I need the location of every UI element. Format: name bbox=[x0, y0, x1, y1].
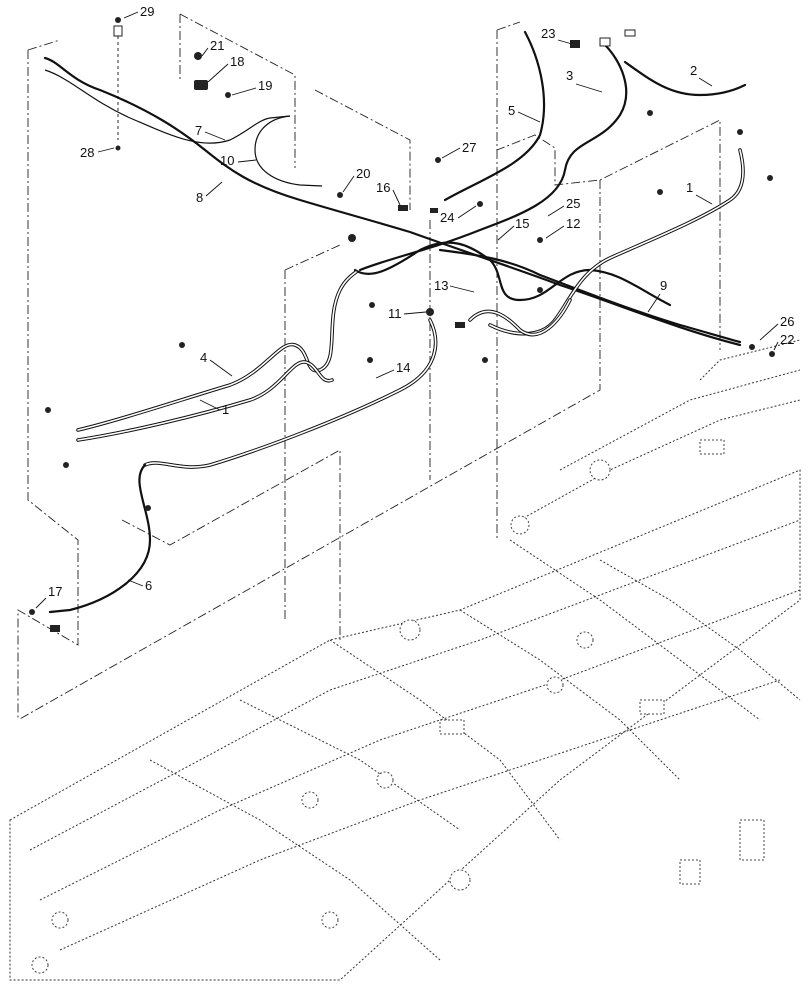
implement-frame bbox=[9, 339, 801, 981]
callout-1-lower: 1 bbox=[222, 402, 229, 417]
callout-15: 15 bbox=[515, 216, 529, 231]
hose-9 bbox=[438, 248, 742, 344]
callout-5: 5 bbox=[508, 103, 515, 118]
hose-13 bbox=[353, 241, 672, 307]
callout-29: 29 bbox=[140, 4, 154, 19]
callout-8: 8 bbox=[196, 190, 203, 205]
callout-7: 7 bbox=[195, 123, 202, 138]
callout-6: 6 bbox=[145, 578, 152, 593]
callout-1-upper: 1 bbox=[686, 180, 693, 195]
callout-3: 3 bbox=[566, 68, 573, 83]
hose-4 bbox=[76, 270, 358, 432]
callout-27: 27 bbox=[462, 140, 476, 155]
hose-8 bbox=[43, 56, 742, 347]
callout-26: 26 bbox=[780, 314, 794, 329]
hose-10 bbox=[254, 115, 323, 187]
callout-19: 19 bbox=[258, 78, 272, 93]
fittings bbox=[29, 17, 775, 632]
callout-14: 14 bbox=[396, 360, 410, 375]
callout-21: 21 bbox=[210, 38, 224, 53]
hose-7 bbox=[44, 69, 291, 144]
callout-23: 23 bbox=[541, 26, 555, 41]
hose-5 bbox=[443, 30, 546, 202]
callout-13: 13 bbox=[434, 278, 448, 293]
callout-22: 22 bbox=[780, 332, 794, 347]
hose-2 bbox=[623, 60, 747, 97]
callout-17: 17 bbox=[48, 584, 62, 599]
callout-10: 10 bbox=[220, 153, 234, 168]
hose-assemblies bbox=[43, 30, 747, 614]
callout-2: 2 bbox=[690, 63, 697, 78]
callout-24: 24 bbox=[440, 210, 454, 225]
hose-1-left bbox=[76, 360, 334, 442]
callout-11: 11 bbox=[388, 306, 402, 321]
callout-16: 16 bbox=[376, 180, 390, 195]
callout-12: 12 bbox=[566, 216, 580, 231]
hose-6 bbox=[48, 463, 152, 614]
hose-1-right bbox=[488, 148, 745, 336]
callout-labels: 29 21 18 19 7 10 8 28 20 16 27 23 2 3 5 … bbox=[35, 4, 794, 609]
callout-18: 18 bbox=[230, 54, 244, 69]
hose-3 bbox=[358, 43, 628, 272]
callout-28: 28 bbox=[80, 145, 94, 160]
callout-9: 9 bbox=[660, 278, 667, 293]
callout-20: 20 bbox=[356, 166, 370, 181]
callout-25: 25 bbox=[566, 196, 580, 211]
callout-4: 4 bbox=[200, 350, 207, 365]
phantom-boundaries bbox=[17, 13, 721, 721]
